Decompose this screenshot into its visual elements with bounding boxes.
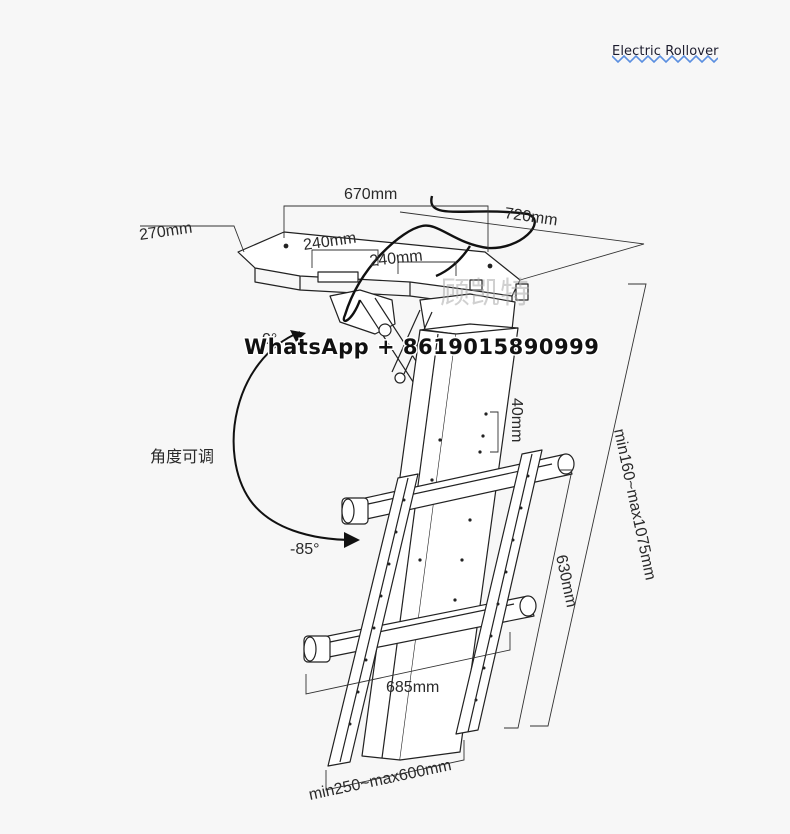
- dim-line-hole-spacing-1: [311, 249, 379, 268]
- dim-line-hole-spacing-2: [397, 261, 457, 276]
- dim-line-rail-height: [504, 469, 573, 729]
- label-angle-bottom: -85°: [290, 541, 320, 558]
- dim-line-vesa-range: [325, 740, 465, 791]
- left-vesa-rail: [327, 473, 419, 767]
- label-top-width: 670mm: [344, 186, 397, 203]
- dim-line-top-width: [283, 205, 489, 252]
- dim-line-drop-range: [530, 283, 647, 727]
- label-slot-pitch: 40mm: [508, 398, 525, 442]
- dim-line-depth: [140, 225, 245, 253]
- label-length: 720mm: [503, 205, 558, 229]
- label-angle-adjustable: 角度可调: [150, 448, 214, 466]
- watermark-contact: WhatsApp + 8619015890999: [244, 335, 599, 359]
- dim-line-length: [399, 211, 645, 281]
- label-angle-top: 0°: [262, 331, 277, 348]
- label-hole-spacing-2: 240mm: [369, 247, 424, 269]
- right-vesa-rail: [455, 449, 543, 735]
- decorative-wave: [612, 54, 718, 64]
- watermark-brand: 顾凯特: [440, 276, 530, 311]
- label-depth: 270mm: [138, 220, 193, 244]
- dim-line-slot-pitch: [490, 411, 499, 453]
- rotation-arc: [232, 330, 360, 548]
- label-arm-width: 685mm: [386, 679, 439, 696]
- label-rail-height: 630mm: [552, 553, 580, 609]
- power-cable: [342, 195, 536, 323]
- dim-line-arm-width: [305, 632, 511, 695]
- header-title: Electric Rollover: [612, 44, 719, 59]
- label-drop-range: min160~max1075mm: [610, 427, 659, 581]
- drop-column: [361, 323, 519, 761]
